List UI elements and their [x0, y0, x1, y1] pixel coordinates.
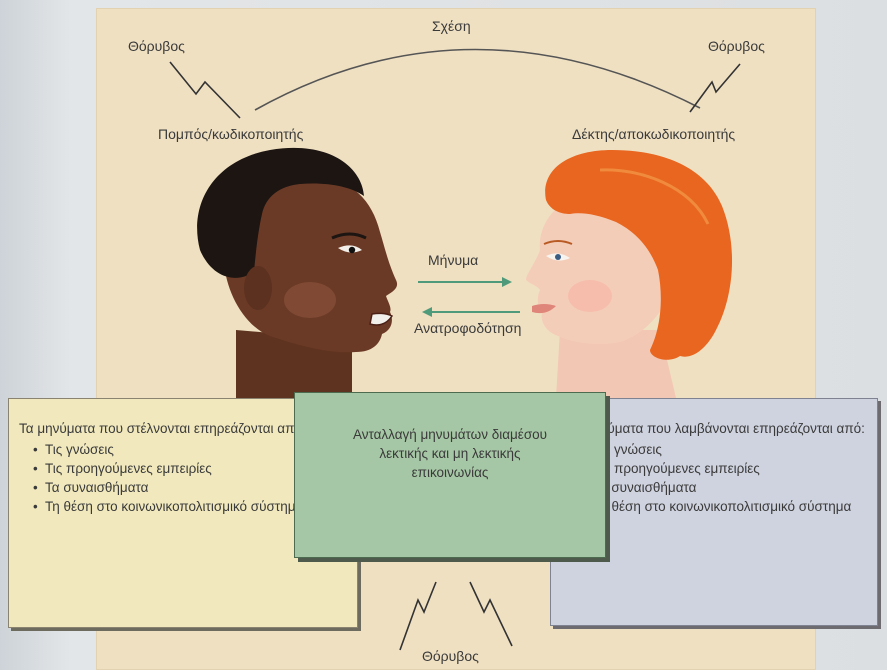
sender-figure: [197, 148, 397, 398]
noise-zigzag-bottom-left: [400, 582, 436, 650]
sender-pupil: [349, 247, 355, 253]
receiver-influences-intro: Τα μηνύματα που λαμβάνονται επηρεάζονται…: [567, 419, 869, 438]
list-item: Τη θέση στο κοινωνικοπολιτισμικό σύστημα: [581, 497, 869, 516]
message-exchange-box: Ανταλλαγή μηνυμάτων διαμέσου λεκτικής κα…: [294, 392, 606, 558]
receiver-label: Δέκτης/αποκωδικοποιητής: [572, 126, 735, 142]
noise-zigzag-bottom-right: [470, 582, 512, 646]
list-item: Τις προηγούμενες εμπειρίες: [581, 459, 869, 478]
sender-label: Πομπός/κωδικοποιητής: [158, 126, 303, 142]
receiver-cheek: [568, 280, 612, 312]
feedback-label: Ανατροφοδότηση: [414, 320, 521, 336]
receiver-figure: [526, 150, 732, 398]
noise-label-left: Θόρυβος: [128, 38, 185, 54]
list-item: Τις γνώσεις: [581, 440, 869, 459]
noise-zigzag-right: [690, 64, 740, 112]
relation-arc: [255, 49, 700, 110]
noise-label-bottom: Θόρυβος: [422, 648, 479, 664]
noise-zigzag-left: [170, 62, 240, 118]
receiver-influences-list: Τις γνώσεις Τις προηγούμενες εμπειρίες Τ…: [567, 440, 869, 516]
relation-label: Σχέση: [432, 18, 471, 34]
list-item: Τα συναισθήματα: [581, 478, 869, 497]
message-exchange-text: Ανταλλαγή μηνυμάτων διαμέσου λεκτικής κα…: [315, 425, 585, 482]
message-arrowhead: [502, 277, 512, 287]
noise-label-right: Θόρυβος: [708, 38, 765, 54]
sender-cheek-highlight: [284, 282, 336, 318]
message-label: Μήνυμα: [428, 252, 478, 268]
receiver-pupil: [555, 254, 561, 260]
feedback-arrowhead: [422, 307, 432, 317]
sender-ear: [244, 266, 272, 310]
